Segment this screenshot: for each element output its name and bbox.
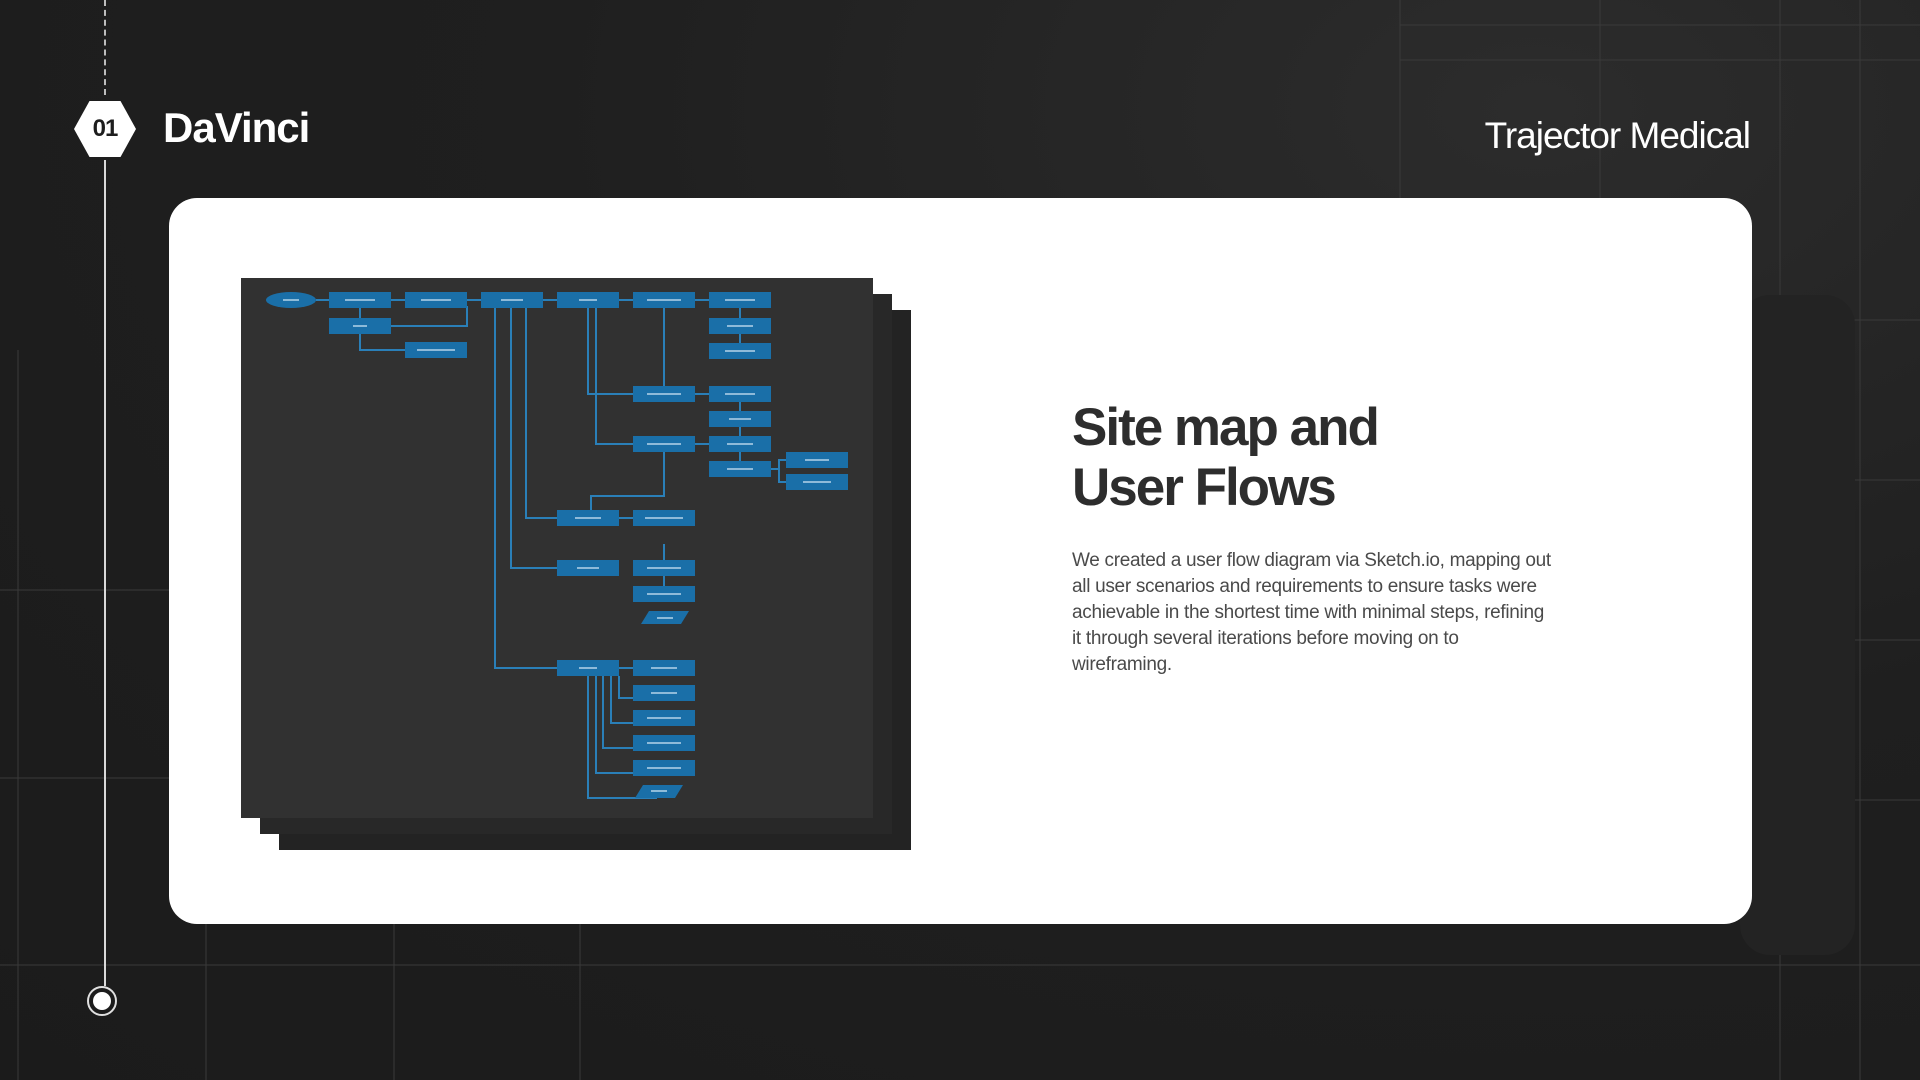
timeline-dashed-line [104,0,106,95]
section-title: Site map and User Flows [1072,398,1380,518]
user-flow-diagram [241,278,911,850]
section-title-line-2: User Flows [1072,458,1337,517]
project-title: DaVinci [163,104,310,151]
flow-chart-graphic [266,292,848,799]
diagram-sheet-front [241,278,873,818]
section-index-badge: 01 [74,101,136,157]
timeline-line [104,160,106,986]
background-panel [1740,295,1855,955]
section-description: We created a user flow diagram via Sketc… [1072,550,1551,675]
client-name: Trajector Medical [1484,115,1751,156]
section-title-line-1: Site map and [1072,398,1380,457]
content-card: Site map and User Flows We created a use… [169,198,1752,924]
timeline-end-dot [87,986,117,1016]
